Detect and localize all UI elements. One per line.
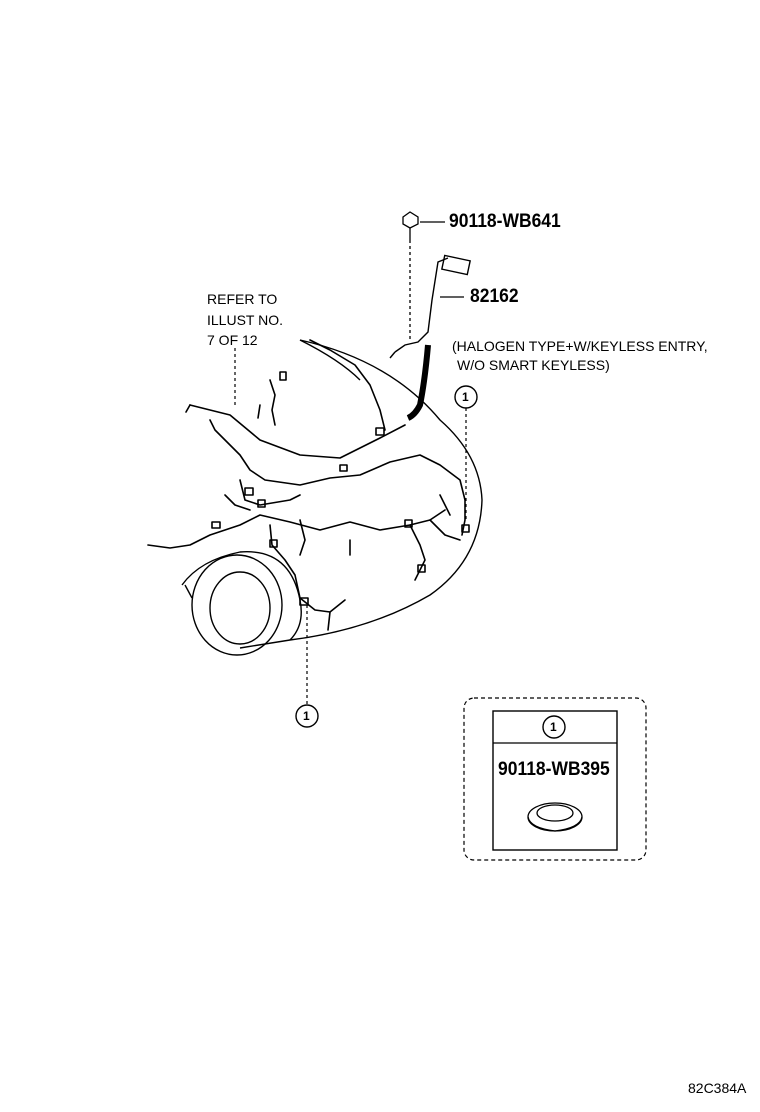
leader-lines: [234, 221, 467, 705]
part-number-bolt[interactable]: 90118-WB641: [449, 211, 561, 232]
sensor-note-line2: W/O SMART KEYLESS): [457, 357, 610, 373]
callout-number-bottom[interactable]: 1: [303, 709, 310, 723]
callout-circle-top: [454, 385, 478, 409]
vehicle-body-outline: [181, 339, 483, 656]
callout-circle-bottom: [295, 704, 319, 728]
diagram-code: 82C384A: [688, 1080, 747, 1096]
part-number-clip[interactable]: 90118-WB395: [498, 759, 610, 780]
engine-room-harness: [147, 339, 470, 631]
sensor-82162-shape: [389, 254, 472, 421]
part-number-sensor[interactable]: 82162: [470, 286, 519, 307]
refer-note-line2: ILLUST NO.: [207, 312, 283, 328]
refer-note-line3: 7 OF 12: [207, 332, 258, 348]
refer-note-line1: REFER TO: [207, 291, 278, 307]
bolt-90118-wb641-shape: [402, 211, 419, 340]
inset-panel: [463, 697, 647, 861]
sensor-note-line1: (HALOGEN TYPE+W/KEYLESS ENTRY,: [452, 338, 708, 354]
inset-callout-number: 1: [550, 720, 557, 734]
clip-90118-wb395-shape: [527, 802, 583, 832]
callout-number-top[interactable]: 1: [462, 390, 469, 404]
